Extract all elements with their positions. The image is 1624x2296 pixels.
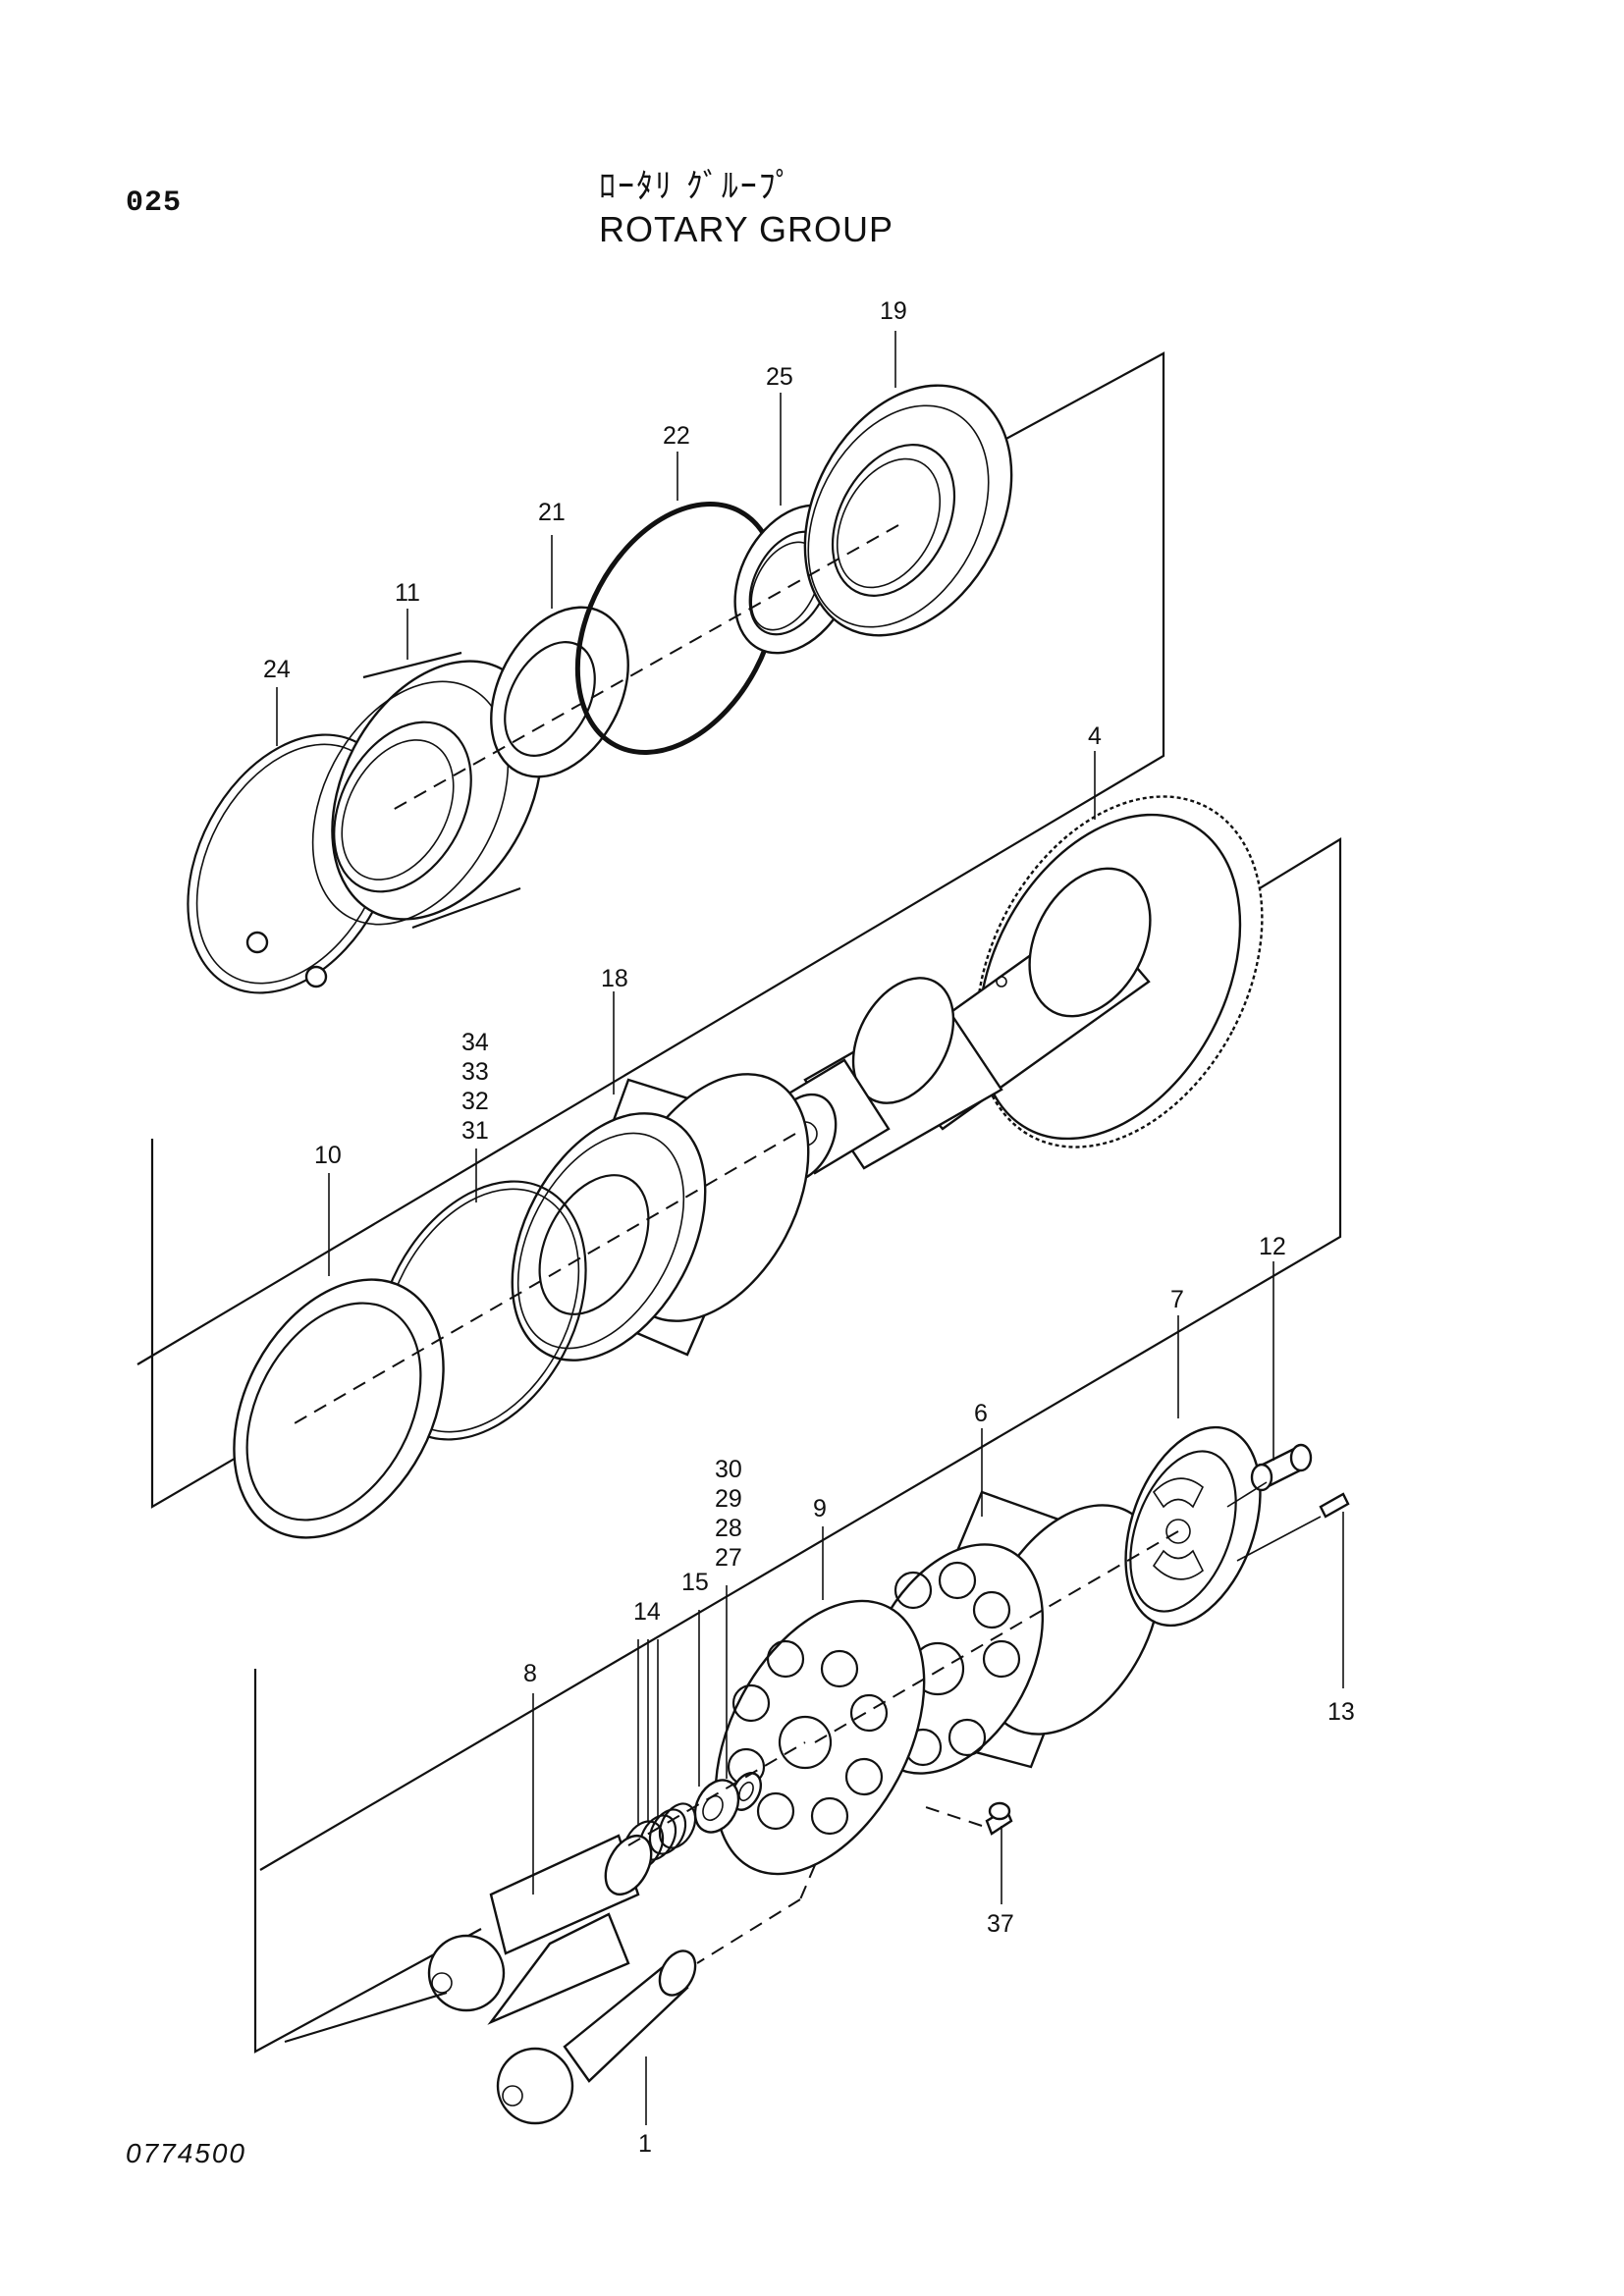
pin-13 [1319, 1492, 1350, 1519]
callout-30: 30 [715, 1456, 742, 1483]
callout-6: 6 [974, 1400, 988, 1427]
callout-8: 8 [523, 1660, 537, 1687]
callout-22: 22 [663, 422, 690, 450]
gear-shaft-4 [763, 795, 1264, 1185]
cover-11 [311, 651, 543, 930]
piston-1 [496, 1949, 697, 2125]
bearing-19 [803, 384, 1013, 637]
pin-12 [1250, 1443, 1313, 1492]
leader-lines [276, 331, 1344, 2125]
cylinder-block-6 [860, 1490, 1163, 1775]
callout-29: 29 [715, 1485, 742, 1513]
callout-10: 10 [314, 1142, 342, 1169]
callout-19: 19 [880, 297, 907, 325]
callout-12: 12 [1259, 1233, 1286, 1260]
assembly-axis-lines [284, 524, 1322, 2044]
document-code: 0774500 [126, 2138, 247, 2168]
callout-28: 28 [715, 1515, 742, 1542]
callout-34: 34 [461, 1029, 489, 1056]
callout-24: 24 [263, 656, 291, 683]
callout-4: 4 [1088, 722, 1102, 750]
spacer-21 [490, 606, 629, 778]
retainer-plate-9 [714, 1599, 926, 1876]
title-japanese: ﾛｰﾀﾘ ｸﾞﾙｰﾌﾟ [599, 167, 794, 206]
valve-plate-7 [1124, 1425, 1262, 1628]
callout-33: 33 [461, 1058, 489, 1086]
upper-group-frame [136, 351, 1165, 1365]
callout-13: 13 [1327, 1698, 1355, 1726]
callout-labels: 24 11 21 22 25 19 4 18 34 33 32 31 10 12… [263, 297, 1355, 2158]
callout-14: 14 [633, 1598, 661, 1626]
spring-seat-15 [693, 1779, 740, 1834]
callout-37: 37 [987, 1910, 1014, 1938]
callout-11: 11 [395, 579, 420, 607]
callout-9: 9 [813, 1495, 827, 1522]
ring-10 [233, 1278, 445, 1539]
lower-group-frame [253, 1669, 482, 2054]
callout-1: 1 [638, 2130, 652, 2158]
bearing-18 [511, 1073, 810, 1362]
page-number: 025 [126, 187, 183, 220]
callout-18: 18 [601, 965, 628, 992]
title-english: ROTARY GROUP [599, 209, 894, 249]
callout-15: 15 [681, 1569, 709, 1596]
callout-21: 21 [538, 499, 566, 526]
guide-8 [427, 1834, 653, 2025]
callout-32: 32 [461, 1088, 489, 1115]
bolt-37 [985, 1801, 1013, 1836]
callout-27: 27 [715, 1544, 742, 1572]
title-block: ﾛｰﾀﾘ ｸﾞﾙｰﾌﾟ ROTARY GROUP [599, 165, 893, 251]
o-ring-22 [574, 502, 781, 755]
callout-25: 25 [766, 363, 793, 391]
callout-31: 31 [461, 1117, 489, 1145]
callout-7: 7 [1170, 1286, 1184, 1313]
